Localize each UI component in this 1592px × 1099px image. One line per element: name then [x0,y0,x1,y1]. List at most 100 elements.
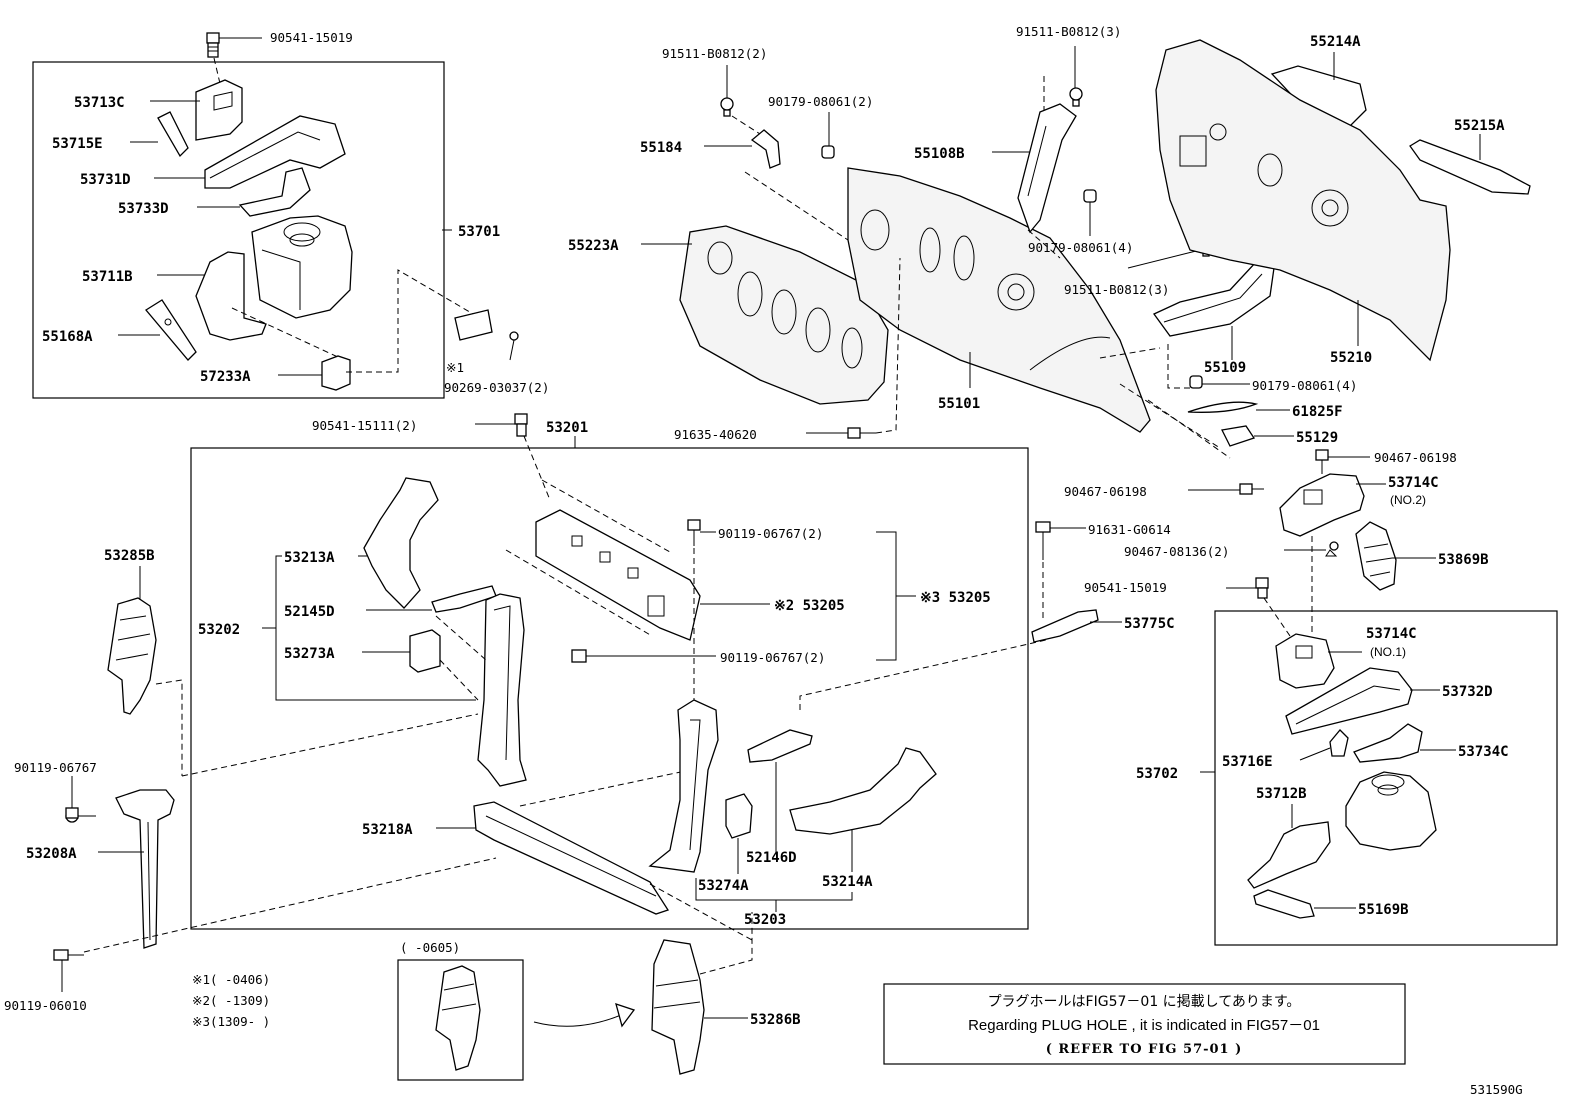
label-53715E: 53715E [52,136,103,152]
diagram-code: 531590G [1470,1082,1523,1097]
label-90119-06767-lower: 90119-06767(2) [720,650,825,665]
part-55129 [1221,425,1256,447]
label-53273A: 53273A [284,646,335,662]
part-53715E [157,111,189,158]
label-53711B: 53711B [82,269,133,285]
part-55223A [679,225,889,405]
label-53716E: 53716E [1222,754,1273,770]
label-53218A: 53218A [362,822,413,838]
label-55215A: 55215A [1454,118,1505,134]
part-55215A [1409,139,1531,195]
clip-90467-08136 [1325,541,1339,557]
label-53203: 53203 [744,912,786,928]
part-53869B [1355,521,1397,591]
part-53775C [1031,609,1099,643]
label-55108B: 55108B [914,146,965,162]
part-53711B-lower [195,251,267,341]
part-55169B [1253,889,1315,919]
part-53218A [473,801,669,915]
bolt-91511-B0812-mid [1069,87,1083,107]
label-90467-06198-mid: 90467-06198 [1064,484,1147,499]
part-53713C [195,79,243,141]
footnote-1: ※1( -0406) [192,972,270,987]
bolt-90541-15019-right [1255,577,1269,599]
label-53202: 53202 [198,622,240,638]
footnote-2: ※2( -1309) [192,993,270,1008]
label-note1-mark: ※1 [446,360,464,375]
bolt-91631-G0614 [1035,521,1051,560]
label-90541-15019-top: 90541-15019 [270,30,353,45]
label-90119-06767-left: 90119-06767 [14,760,97,775]
label-53285B: 53285B [104,548,155,564]
bolt-91511-B0812-left [720,97,734,117]
nut-90179-08061-mid [1083,189,1097,203]
label-note3-53205: ※3 53205 [920,590,991,606]
part-53733D [238,167,311,217]
bolt-91635-40620 [847,427,876,439]
arrow-shaft [533,1011,629,1027]
label-55101: 55101 [938,396,980,412]
label-55129: 55129 [1296,430,1338,446]
part-53203-pillar [648,699,719,873]
part-53716E [1329,729,1349,757]
label-53733D: 53733D [118,201,169,217]
label-55184: 55184 [640,140,682,156]
label-53731D: 53731D [80,172,131,188]
part-55168A [145,299,197,361]
label-90467-06198-top: 90467-06198 [1374,450,1457,465]
nut-90179-08061-right [1189,375,1203,389]
label-note2-53205: ※2 53205 [774,598,845,614]
group-box-53702 [1214,610,1558,946]
label-90541-15111: 90541-15111(2) [312,418,417,433]
part-55210 [1155,39,1451,362]
label-53701: 53701 [458,224,500,240]
label-91511-B0812-left: 91511-B0812(2) [662,46,767,61]
label-55109: 55109 [1204,360,1246,376]
note-reference: ( REFER TO FIG 57-01 ) [1046,1042,1243,1057]
label-91511-B0812-right: 91511-B0812(3) [1064,282,1169,297]
part-52146D [747,729,813,763]
label-90119-06767-upper: 90119-06767(2) [718,526,823,541]
label-53714C-no1: 53714C [1366,626,1417,642]
part-53711B [251,215,353,319]
label-no2: (NO.2) [1390,493,1426,507]
label-55168A: 55168A [42,329,93,345]
part-53712B [1345,771,1437,851]
label-53201: 53201 [546,420,588,436]
label-52145D: 52145D [284,604,335,620]
part-53205-upper-support [535,509,701,641]
bolt-90541-15019-top [206,32,220,58]
part-53732D [1285,667,1413,735]
footnote-3: ※3(1309- ) [192,1014,270,1029]
label-53714C-no2: 53714C [1388,475,1439,491]
bolt-90119-06010 [53,949,84,961]
bolt-90541-15111 [514,413,528,437]
group-box-53201 [190,447,1029,930]
part-55108B [1017,103,1077,234]
part-53208A [115,789,175,949]
label-53775C: 53775C [1124,616,1175,632]
part-55101 [847,167,1151,433]
label-90179-08061-right: 90179-08061(4) [1252,378,1357,393]
part-53714C-no1 [1275,633,1335,689]
part-53734C [1353,723,1423,763]
label-53732D: 53732D [1442,684,1493,700]
part-53202-pillar [477,593,527,787]
label-90541-15019-right: 90541-15019 [1084,580,1167,595]
label-53869B: 53869B [1438,552,1489,568]
arrow-head [615,1002,636,1028]
label-0605: ( -0605) [400,940,460,955]
label-91635-40620: 91635-40620 [674,427,757,442]
label-55223A: 55223A [568,238,619,254]
part-53714C-no2 [1279,473,1365,537]
label-57233A: 57233A [200,369,251,385]
bolt-90119-06767-left [65,807,96,823]
part-53274A [725,793,753,839]
label-53734C: 53734C [1458,744,1509,760]
part-55184 [750,129,781,169]
plug-hole-note-box [883,983,1406,1065]
label-53274A: 53274A [698,878,749,894]
part-53214A [789,747,937,835]
